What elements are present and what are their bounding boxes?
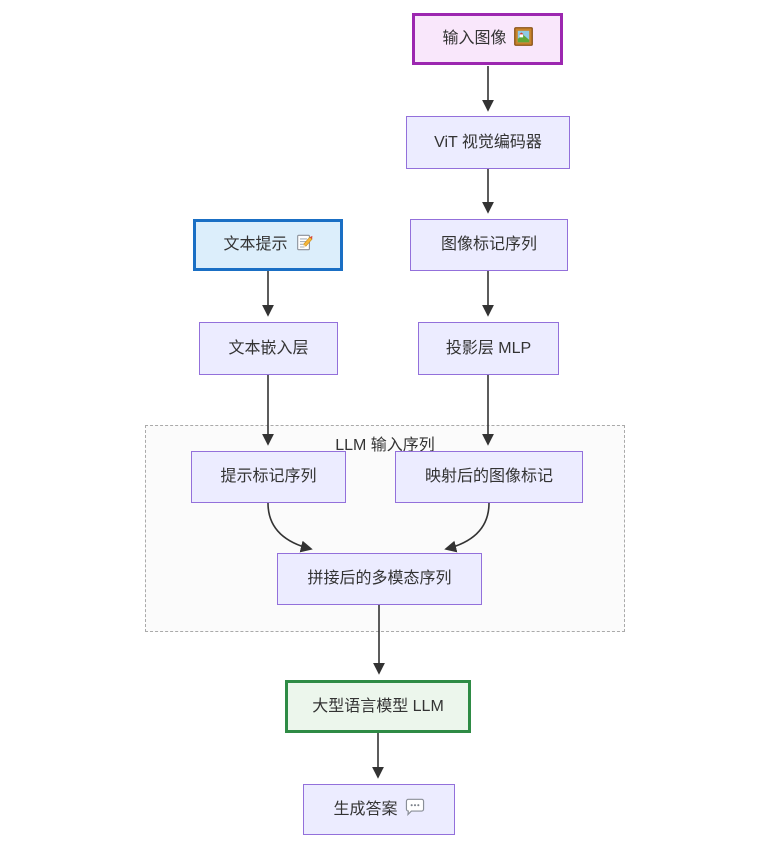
node-vit-encoder: ViT 视觉编码器 [406, 116, 570, 169]
framed-picture-icon [513, 27, 533, 51]
speech-balloon-icon [405, 798, 425, 821]
node-image-token-seq-label: 图像标记序列 [440, 236, 537, 253]
memo-icon [295, 233, 313, 257]
node-mapped-image-tokens: 映射后的图像标记 [395, 451, 583, 503]
node-prompt-token-seq-label: 提示标记序列 [220, 468, 317, 485]
node-projection-mlp: 投影层 MLP [418, 322, 559, 375]
node-answer-label: 生成答案 [333, 800, 398, 818]
node-llm-label: 大型语言模型 LLM [312, 697, 444, 715]
node-projection-mlp-label: 投影层 MLP [445, 339, 532, 357]
node-text-prompt: 文本提示 [193, 219, 343, 271]
node-text-embedding-label: 文本嵌入层 [228, 339, 309, 357]
node-prompt-token-seq: 提示标记序列 [191, 451, 346, 503]
node-llm: 大型语言模型 LLM [285, 680, 471, 733]
node-concat-multimodal-seq: 拼接后的多模态序列 [277, 553, 482, 605]
subgraph-label: LLM 输入序列 [335, 437, 435, 454]
node-input-image: 输入图像 [412, 13, 563, 65]
node-vit-encoder-label: ViT 视觉编码器 [434, 133, 542, 151]
node-text-prompt-label: 文本提示 [223, 236, 288, 253]
node-answer: 生成答案 [303, 784, 455, 835]
node-text-embedding: 文本嵌入层 [199, 322, 338, 375]
node-image-token-seq: 图像标记序列 [410, 219, 568, 271]
node-mapped-image-tokens-label: 映射后的图像标记 [424, 468, 553, 485]
node-input-image-label: 输入图像 [442, 30, 507, 47]
node-concat-multimodal-seq-label: 拼接后的多模态序列 [307, 570, 452, 587]
